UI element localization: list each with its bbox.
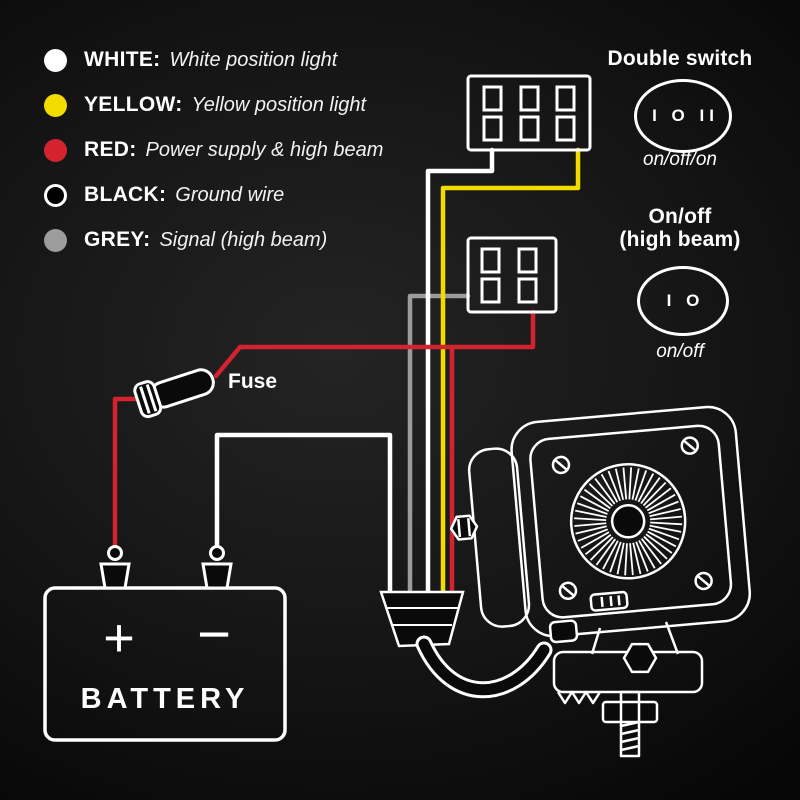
legend-item-black: BLACK: Ground wire <box>44 183 383 207</box>
cable-gland <box>548 619 579 644</box>
hex-bolt-head <box>622 642 658 674</box>
light-front-rim <box>467 447 531 628</box>
fan-hub <box>610 504 646 539</box>
legend-label-black: BLACK: <box>84 183 167 206</box>
light-body <box>510 405 752 638</box>
fan-heatsink <box>569 463 687 580</box>
serrated-edge <box>556 690 602 705</box>
wires <box>112 147 581 603</box>
legend-label-grey: GREY: <box>84 228 151 251</box>
battery-illustration <box>43 545 287 742</box>
high-beam-switch-title-line1: On/off <box>648 205 712 228</box>
grey-color-dot <box>44 228 67 252</box>
double-switch-markings: I O II <box>652 106 719 125</box>
connector-6pin <box>466 74 592 152</box>
wire-yellow <box>440 147 581 603</box>
high-beam-switch-illustration: I O <box>637 266 729 336</box>
double-switch-title: Double switch <box>607 47 753 70</box>
battery-negative-terminal <box>201 545 233 590</box>
wire-grey <box>407 293 471 603</box>
light-back-panel <box>529 424 733 619</box>
legend-item-yellow: YELLOW: Yellow position light <box>44 93 383 117</box>
wire-red-to-battery <box>112 396 151 553</box>
worklight-illustration <box>449 405 752 644</box>
black-color-dot <box>44 183 67 207</box>
legend-desc-white: White position light <box>169 48 338 71</box>
legend-desc-red: Power supply & high beam <box>145 138 384 161</box>
wire-ground <box>214 432 393 603</box>
vent-detail <box>589 590 629 612</box>
legend-item-red: RED: Power supply & high beam <box>44 138 383 162</box>
wire-red-main <box>213 309 536 379</box>
high-beam-switch-mode-label: on/off <box>656 341 704 362</box>
battery-label: BATTERY <box>80 683 250 715</box>
high-beam-switch-markings: I O <box>666 291 705 310</box>
red-color-dot <box>44 138 67 162</box>
fuse-illustration <box>133 368 215 419</box>
hex-nut <box>601 700 659 724</box>
fan-fins <box>574 467 683 576</box>
high-beam-switch-title-line2: (high beam) <box>619 228 741 251</box>
connector-4pin <box>466 236 558 314</box>
battery-plus-sign: + <box>103 608 135 668</box>
yellow-color-dot <box>44 93 67 117</box>
legend-desc-yellow: Yellow position light <box>191 93 367 116</box>
legend-desc-grey: Signal (high beam) <box>159 228 328 251</box>
power-cable <box>415 635 553 699</box>
side-bolt-icon <box>449 514 479 541</box>
wire-white <box>425 147 495 603</box>
legend-item-grey: GREY: Signal (high beam) <box>44 228 383 252</box>
battery-minus-sign: − <box>197 602 231 667</box>
cable-sheath <box>379 590 465 648</box>
fuse-label: Fuse <box>228 370 278 393</box>
white-color-dot <box>44 48 67 72</box>
legend-label-yellow: YELLOW: <box>84 93 183 116</box>
mounting-bracket <box>552 621 704 758</box>
double-switch-illustration: I O II <box>634 79 732 153</box>
double-switch-mode-label: on/off/on <box>643 149 717 170</box>
legend-label-red: RED: <box>84 138 137 161</box>
legend-item-white: WHITE: White position light <box>44 48 383 72</box>
screw-icons <box>551 436 713 601</box>
legend-label-white: WHITE: <box>84 48 161 71</box>
legend-desc-black: Ground wire <box>175 183 285 206</box>
battery-positive-terminal <box>99 545 131 590</box>
legend: WHITE: White position light YELLOW: Yell… <box>44 48 383 252</box>
